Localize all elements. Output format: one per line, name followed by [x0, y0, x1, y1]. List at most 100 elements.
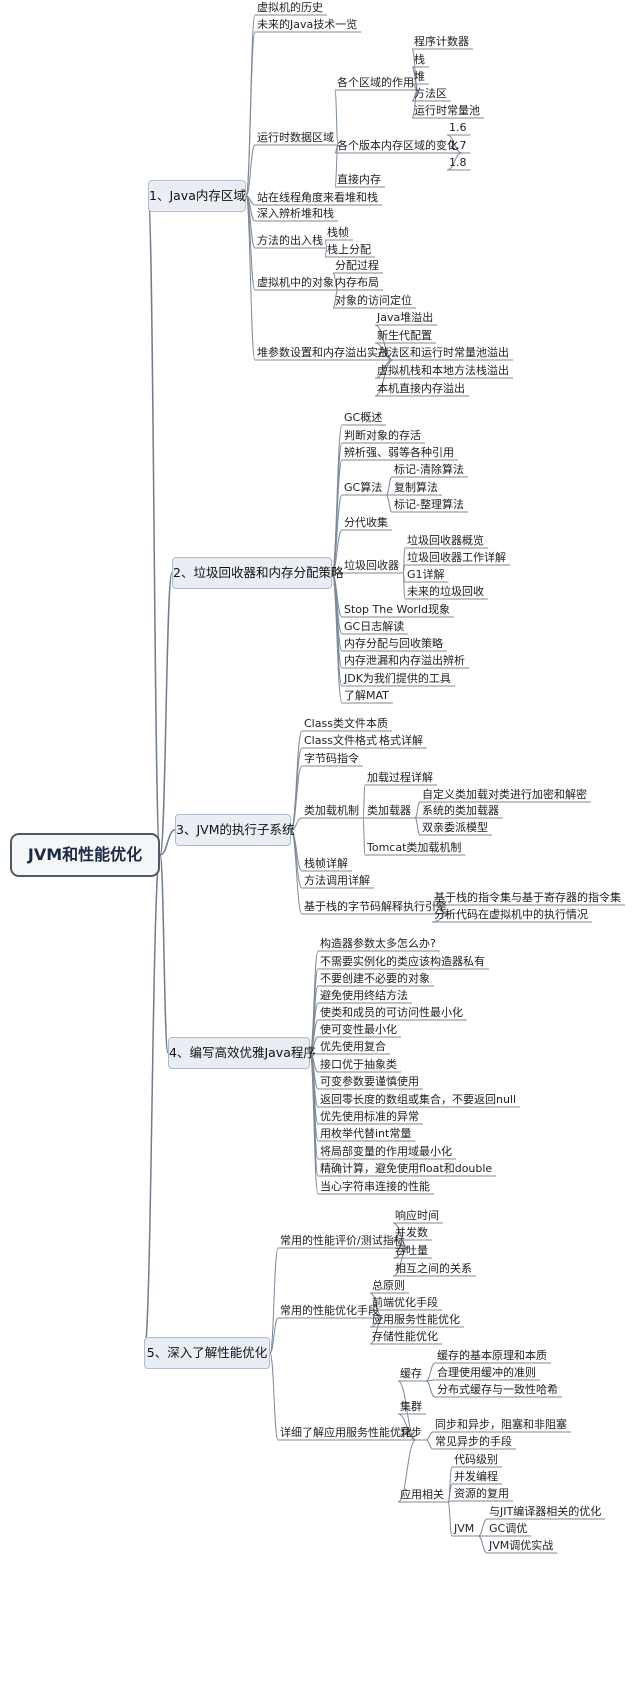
topic-node[interactable]: 运行时常量池 [414, 104, 480, 117]
topic-node[interactable]: 与JIT编译器相关的优化 [489, 1505, 602, 1518]
topic-node[interactable]: 可变参数要谨慎使用 [320, 1075, 419, 1088]
topic-node[interactable]: 用枚举代替int常量 [320, 1127, 412, 1140]
topic-node[interactable]: 新生代配置 [377, 329, 432, 342]
topic-node[interactable]: 未来的Java技术一览 [257, 18, 358, 31]
topic-node[interactable]: 类加载器 [367, 804, 411, 817]
topic-node[interactable]: 分布式缓存与一致性哈希 [437, 1383, 558, 1396]
topic-node[interactable]: 响应时间 [395, 1209, 439, 1222]
topic-node[interactable]: 集群 [400, 1400, 422, 1413]
topic-node[interactable]: 标记-整理算法 [394, 498, 464, 511]
topic-node[interactable]: 分析代码在虚拟机中的执行情况 [434, 908, 588, 921]
topic-node[interactable]: 类加载机制 [304, 804, 359, 817]
topic-node[interactable]: 常见异步的手段 [435, 1435, 512, 1448]
topic-node[interactable]: 返回零长度的数组或集合，不要返回null [320, 1093, 517, 1106]
topic-node[interactable]: Class类文件本质 [304, 717, 388, 730]
topic-node[interactable]: 栈帧详解 [304, 857, 348, 870]
topic-node[interactable]: 辨析强、弱等各种引用 [344, 446, 454, 459]
topic-node[interactable]: 常用的性能优化手段 [280, 1304, 379, 1317]
main-branch[interactable]: 2、垃圾回收器和内存分配策略 [172, 557, 343, 589]
topic-node[interactable]: 垃圾回收器概览 [407, 534, 484, 547]
topic-node[interactable]: 总原则 [372, 1279, 405, 1292]
topic-node[interactable]: 了解MAT [344, 689, 389, 702]
topic-node[interactable]: 方法区和运行时常量池溢出 [377, 346, 509, 359]
topic-node[interactable]: 资源的复用 [454, 1487, 509, 1500]
topic-node[interactable]: 程序计数器 [414, 35, 469, 48]
topic-node[interactable]: 代码级别 [454, 1453, 498, 1466]
topic-node[interactable]: 未来的垃圾回收 [407, 585, 484, 598]
topic-node[interactable]: JVM [454, 1522, 475, 1535]
topic-node[interactable]: 详细了解应用服务性能优化 [280, 1426, 412, 1439]
topic-node[interactable]: 系统的类加载器 [422, 804, 499, 817]
topic-node[interactable]: 垃圾回收器工作详解 [407, 551, 506, 564]
main-branch[interactable]: 3、JVM的执行子系统 [175, 814, 294, 846]
topic-node[interactable]: 并发数 [395, 1226, 428, 1239]
topic-node[interactable]: 1.6 [449, 121, 467, 134]
topic-node[interactable]: 复制算法 [394, 481, 438, 494]
topic-node[interactable]: 虚拟机中的对象 [257, 276, 334, 289]
root-topic[interactable]: JVM和性能优化 [10, 833, 160, 877]
topic-node[interactable]: 本机直接内存溢出 [377, 382, 465, 395]
topic-node[interactable]: 各个区域的作用 [337, 76, 414, 89]
topic-node[interactable]: 缓存 [400, 1367, 422, 1380]
topic-node[interactable]: 1.8 [449, 156, 467, 169]
topic-node[interactable]: 使类和成员的可访问性最小化 [320, 1006, 463, 1019]
topic-node[interactable]: 栈上分配 [327, 243, 371, 256]
topic-node[interactable]: 各个版本内存区域的变化 [337, 139, 458, 152]
topic-node[interactable]: 分配过程 [335, 259, 379, 272]
topic-node[interactable]: 判断对象的存活 [344, 429, 421, 442]
main-branch[interactable]: 5、深入了解性能优化 [144, 1337, 270, 1369]
topic-node[interactable]: 不需要实例化的类应该构造器私有 [320, 955, 485, 968]
topic-node[interactable]: 栈帧 [327, 226, 349, 239]
topic-node[interactable]: 基于栈的字节码解释执行引擎 [304, 900, 447, 913]
topic-node[interactable]: 堆 [414, 70, 425, 83]
topic-node[interactable]: 方法区 [414, 87, 447, 100]
topic-node[interactable]: 合理使用缓冲的准则 [437, 1366, 536, 1379]
topic-node[interactable]: 当心字符串连接的性能 [320, 1180, 430, 1193]
topic-node[interactable]: 应用相关 [400, 1488, 444, 1501]
topic-node[interactable]: 优先使用复合 [320, 1040, 386, 1053]
topic-node[interactable]: 缓存的基本原理和本质 [437, 1349, 547, 1362]
topic-node[interactable]: 虚拟机的历史 [257, 1, 323, 14]
topic-node[interactable]: 对象的访问定位 [335, 294, 412, 307]
topic-node[interactable]: 加载过程详解 [367, 771, 433, 784]
topic-node[interactable]: 虚拟机栈和本地方法栈溢出 [377, 364, 509, 377]
topic-node[interactable]: 吞吐量 [395, 1244, 428, 1257]
topic-node[interactable]: 存储性能优化 [372, 1330, 438, 1343]
topic-node[interactable]: 栈 [414, 53, 425, 66]
main-branch[interactable]: 1、Java内存区域 [148, 180, 246, 212]
topic-node[interactable]: 方法调用详解 [304, 874, 370, 887]
topic-node[interactable]: GC算法 [344, 481, 383, 494]
topic-node[interactable]: 前端优化手段 [372, 1296, 438, 1309]
topic-node[interactable]: 精确计算，避免使用float和double [320, 1162, 493, 1175]
topic-node[interactable]: 直接内存 [337, 173, 381, 186]
topic-node[interactable]: 内存布局 [335, 276, 379, 289]
topic-node[interactable]: Class文件格式 [304, 734, 377, 747]
topic-node[interactable]: 垃圾回收器 [344, 559, 399, 572]
topic-node[interactable]: GC日志解读 [344, 620, 405, 633]
topic-node[interactable]: 运行时数据区域 [257, 131, 334, 144]
topic-node[interactable]: 避免使用终结方法 [320, 989, 408, 1002]
main-branch[interactable]: 4、编写高效优雅Java程序 [168, 1037, 316, 1069]
topic-node[interactable]: GC调优 [489, 1522, 528, 1535]
topic-node[interactable]: 字节码指令 [304, 752, 359, 765]
topic-node[interactable]: 格式详解 [379, 734, 423, 747]
topic-node[interactable]: 将局部变量的作用域最小化 [320, 1145, 452, 1158]
topic-node[interactable]: 并发编程 [454, 1470, 498, 1483]
topic-node[interactable]: G1详解 [407, 568, 445, 581]
topic-node[interactable]: 堆参数设置和内存溢出实战 [257, 346, 389, 359]
topic-node[interactable]: 1.7 [449, 139, 467, 152]
topic-node[interactable]: 自定义类加载对类进行加密和解密 [422, 788, 587, 801]
topic-node[interactable]: 异步 [400, 1426, 422, 1439]
topic-node[interactable]: 相互之间的关系 [395, 1262, 472, 1275]
topic-node[interactable]: 内存分配与回收策略 [344, 637, 443, 650]
topic-node[interactable]: 内存泄漏和内存溢出辨析 [344, 654, 465, 667]
topic-node[interactable]: 双亲委派模型 [422, 821, 488, 834]
topic-node[interactable]: 方法的出入栈 [257, 234, 323, 247]
topic-node[interactable]: GC概述 [344, 411, 383, 424]
topic-node[interactable]: 分代收集 [344, 516, 388, 529]
topic-node[interactable]: 站在线程角度来看堆和栈 [257, 191, 378, 204]
topic-node[interactable]: 同步和异步，阻塞和非阻塞 [435, 1418, 567, 1431]
topic-node[interactable]: 使可变性最小化 [320, 1023, 397, 1036]
topic-node[interactable]: 不要创建不必要的对象 [320, 972, 430, 985]
topic-node[interactable]: 构造器参数太多怎么办? [320, 937, 436, 950]
